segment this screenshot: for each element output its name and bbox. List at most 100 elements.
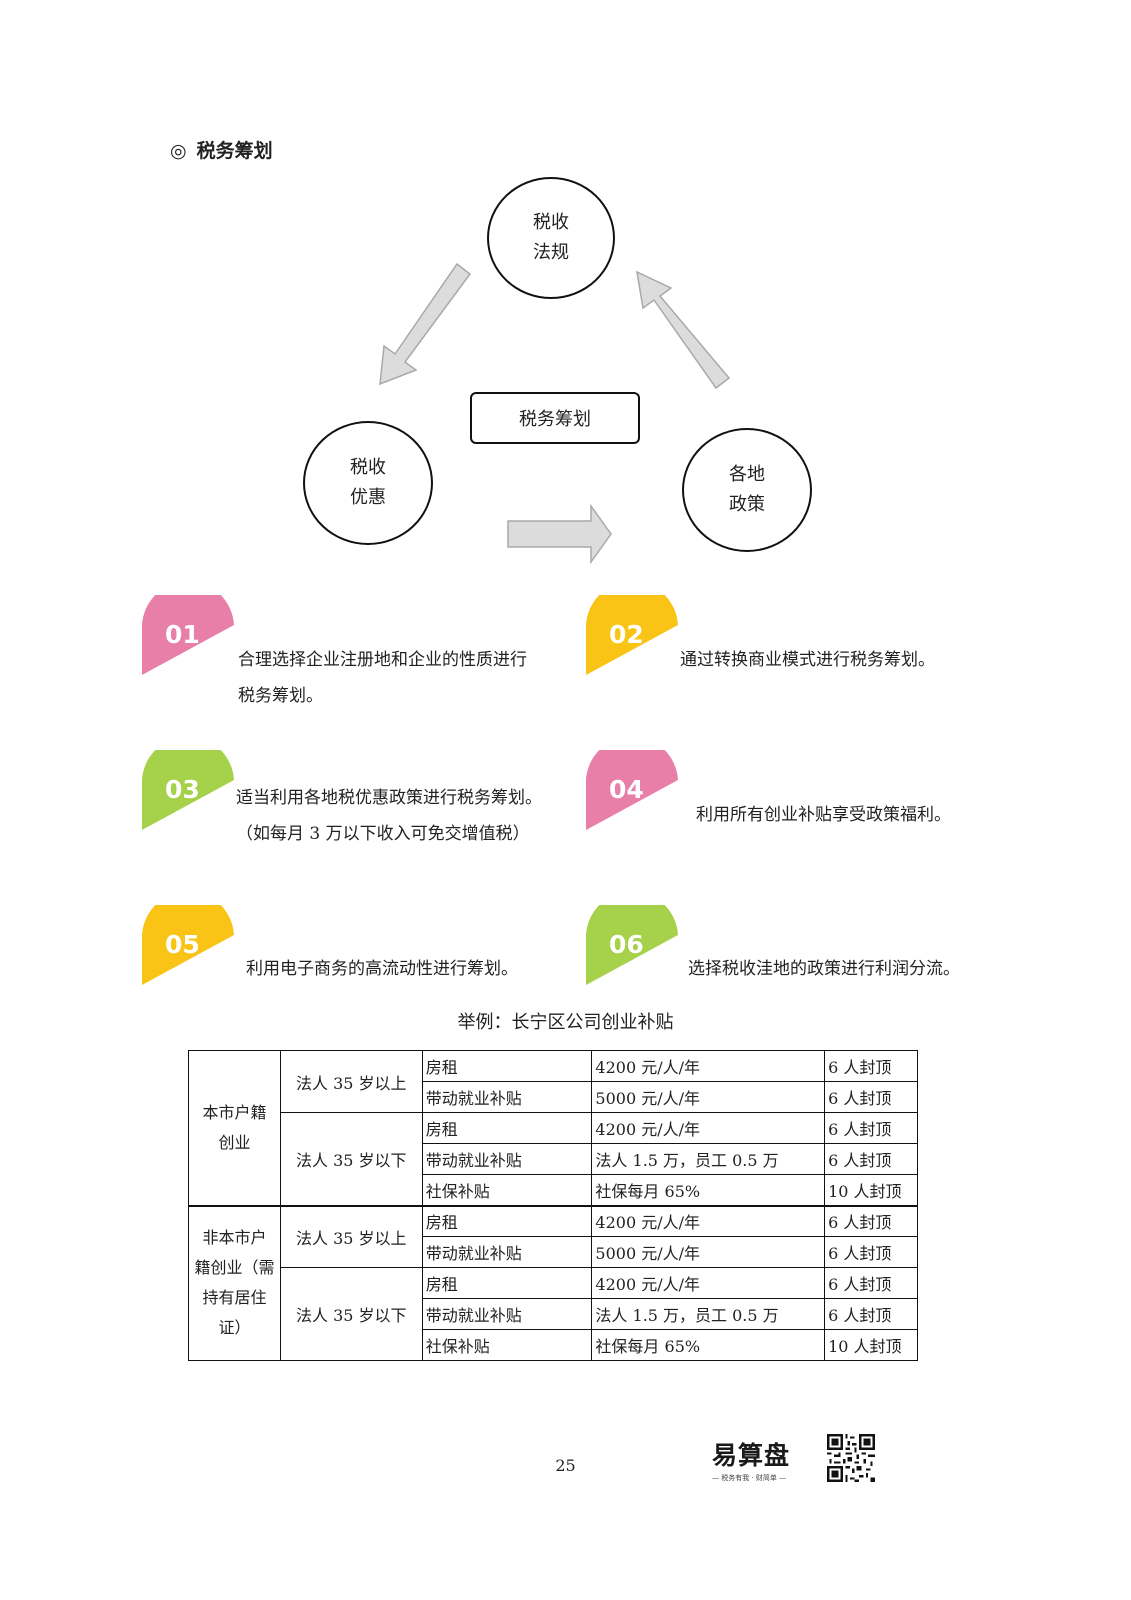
amount-cell: 4200 元/人/年 <box>591 1050 826 1082</box>
item-cell: 房租 <box>421 1112 593 1144</box>
category-line: 籍创业（需 <box>194 1258 275 1278</box>
arrow-top-to-left <box>379 262 472 386</box>
item-04-text: 利用所有创业补贴享受政策福利。 <box>696 797 951 833</box>
category-line: 持有居住 <box>202 1288 267 1308</box>
category-line: 非本市户 <box>202 1228 267 1248</box>
category-local-hukou: 本市户籍 创业 <box>188 1050 281 1206</box>
item-02-text: 通过转换商业模式进行税务筹划。 <box>680 642 935 678</box>
age-cell: 法人 35 岁以上 <box>279 1204 423 1268</box>
cap-cell: 6 人封顶 <box>824 1143 918 1175</box>
cap-cell: 6 人封顶 <box>824 1112 918 1144</box>
category-line: 创业 <box>218 1132 251 1152</box>
circle-local-policy: 各地 政策 <box>682 428 812 552</box>
item-06-line1: 选择税收洼地的政策进行利润分流。 <box>688 959 960 979</box>
amount-cell: 5000 元/人/年 <box>591 1236 826 1268</box>
badge-03-number: 03 <box>165 775 200 804</box>
badge-05-fill <box>142 905 234 985</box>
circle-tax-law-line2: 法规 <box>533 242 569 263</box>
cap-cell: 6 人封顶 <box>824 1298 918 1330</box>
qr-code-icon <box>827 1434 875 1482</box>
item-03-text: 适当利用各地税优惠政策进行税务筹划。 （如每月 3 万以下收入可免交增值税） <box>236 780 542 852</box>
table-row: 法人 35 岁以下 房租 4200 元/人/年 6 人封顶 <box>189 1267 918 1361</box>
cap-cell: 6 人封顶 <box>824 1081 918 1113</box>
arrow-right-to-top <box>636 270 731 390</box>
cap-cell: 6 人封顶 <box>824 1267 918 1299</box>
item-04-line1: 利用所有创业补贴享受政策福利。 <box>696 805 951 825</box>
badge-01-shape <box>142 595 234 675</box>
page-number: 25 <box>555 1456 576 1475</box>
item-cell: 带动就业补贴 <box>421 1298 593 1330</box>
table-row: 带动就业补贴 法人 1.5 万，员工 0.5 万 6 人封顶 <box>189 1143 918 1175</box>
diagram-arrows <box>379 262 731 565</box>
item-01-text: 合理选择企业注册地和企业的性质进行 税务筹划。 <box>238 642 527 714</box>
brand-logo: 易算盘 — 税务有我 · 财简单 — <box>712 1436 804 1483</box>
item-cell: 带动就业补贴 <box>421 1143 593 1175</box>
category-nonlocal-hukou: 非本市户 籍创业（需 持有居住 证） <box>188 1204 281 1361</box>
item-cell: 房租 <box>421 1050 593 1082</box>
item-cell: 带动就业补贴 <box>421 1081 593 1113</box>
badge-05-shape <box>142 905 234 985</box>
circle-local-policy-line1: 各地 <box>729 464 765 485</box>
item-cell: 房租 <box>421 1267 593 1299</box>
table-row: 非本市户 籍创业（需 持有居住 证） 法人 35 岁以上 房租 4200 元/人… <box>188 1204 918 1361</box>
amount-cell: 法人 1.5 万，员工 0.5 万 <box>591 1143 826 1175</box>
section-title: 税务筹划 <box>196 140 273 162</box>
badge-04-number: 04 <box>609 775 644 804</box>
amount-cell: 社保每月 65% <box>591 1174 826 1206</box>
badge-01-fill <box>142 595 234 675</box>
arrow-left-to-right <box>507 503 612 565</box>
item-cell: 社保补贴 <box>421 1174 593 1206</box>
subsidy-table: 本市户籍 创业 法人 35 岁以上 房租 4200 元/人/年 6 人封顶 带动… <box>188 1050 918 1361</box>
badge-02-number: 02 <box>609 620 644 649</box>
amount-cell: 社保每月 65% <box>591 1329 826 1361</box>
amount-cell: 5000 元/人/年 <box>591 1081 826 1113</box>
badge-04-fill <box>586 750 678 830</box>
cap-cell: 10 人封顶 <box>824 1174 918 1206</box>
item-01-line2: 税务筹划。 <box>238 686 323 706</box>
cap-cell: 10 人封顶 <box>824 1329 918 1361</box>
badge-06-number: 06 <box>609 930 644 959</box>
logo-slogan: — 税务有我 · 财简单 — <box>712 1474 787 1482</box>
item-01-line1: 合理选择企业注册地和企业的性质进行 <box>238 650 527 670</box>
badge-03-shape <box>142 750 234 830</box>
cap-cell: 6 人封顶 <box>824 1236 918 1268</box>
badge-03-fill <box>142 750 234 830</box>
age-cell: 法人 35 岁以上 <box>279 1050 423 1113</box>
amount-cell: 4200 元/人/年 <box>591 1112 826 1144</box>
table-row: 社保补贴 社保每月 65% 10 人封顶 <box>189 1329 918 1361</box>
badge-02-shape <box>586 595 678 675</box>
badge-06-fill <box>586 905 678 985</box>
table-row: 本市户籍 创业 法人 35 岁以上 房租 4200 元/人/年 6 人封顶 <box>188 1050 918 1206</box>
item-03-line2: （如每月 3 万以下收入可免交增值税） <box>236 824 530 844</box>
badge-01-number: 01 <box>165 620 200 649</box>
circle-tax-incentive: 税收 优惠 <box>303 421 433 545</box>
table-row: 带动就业补贴 5000 元/人/年 6 人封顶 <box>189 1081 918 1113</box>
item-cell: 房租 <box>421 1204 593 1237</box>
item-02-line1: 通过转换商业模式进行税务筹划。 <box>680 650 935 670</box>
badge-06-shape <box>586 905 678 985</box>
circle-tax-incentive-line2: 优惠 <box>350 487 386 508</box>
center-box-tax-planning: 税务筹划 <box>470 392 640 444</box>
section-symbol: ◎ <box>170 140 187 162</box>
item-05-text: 利用电子商务的高流动性进行筹划。 <box>246 951 518 987</box>
table-row: 法人 35 岁以下 房租 4200 元/人/年 6 人封顶 <box>189 1112 918 1206</box>
category-line: 证） <box>218 1318 251 1338</box>
item-03-line1: 适当利用各地税优惠政策进行税务筹划。 <box>236 788 542 808</box>
item-06-text: 选择税收洼地的政策进行利润分流。 <box>688 951 960 987</box>
amount-cell: 4200 元/人/年 <box>591 1267 826 1299</box>
badge-04-shape <box>586 750 678 830</box>
table-row: 带动就业补贴 5000 元/人/年 6 人封顶 <box>189 1236 918 1268</box>
age-cell: 法人 35 岁以下 <box>279 1267 423 1361</box>
amount-cell: 法人 1.5 万，员工 0.5 万 <box>591 1298 826 1330</box>
section-heading: ◎ 税务筹划 <box>170 136 273 163</box>
amount-cell: 4200 元/人/年 <box>591 1204 826 1237</box>
age-cell: 法人 35 岁以下 <box>279 1112 423 1206</box>
cap-cell: 6 人封顶 <box>824 1204 918 1237</box>
circle-local-policy-line2: 政策 <box>729 494 765 515</box>
circle-tax-law: 税收 法规 <box>487 177 615 299</box>
badge-05-number: 05 <box>165 930 200 959</box>
cap-cell: 6 人封顶 <box>824 1050 918 1082</box>
example-title: 举例：长宁区公司创业补贴 <box>457 1012 674 1033</box>
category-line: 本市户籍 <box>202 1102 267 1122</box>
circle-tax-law-line1: 税收 <box>533 212 569 233</box>
